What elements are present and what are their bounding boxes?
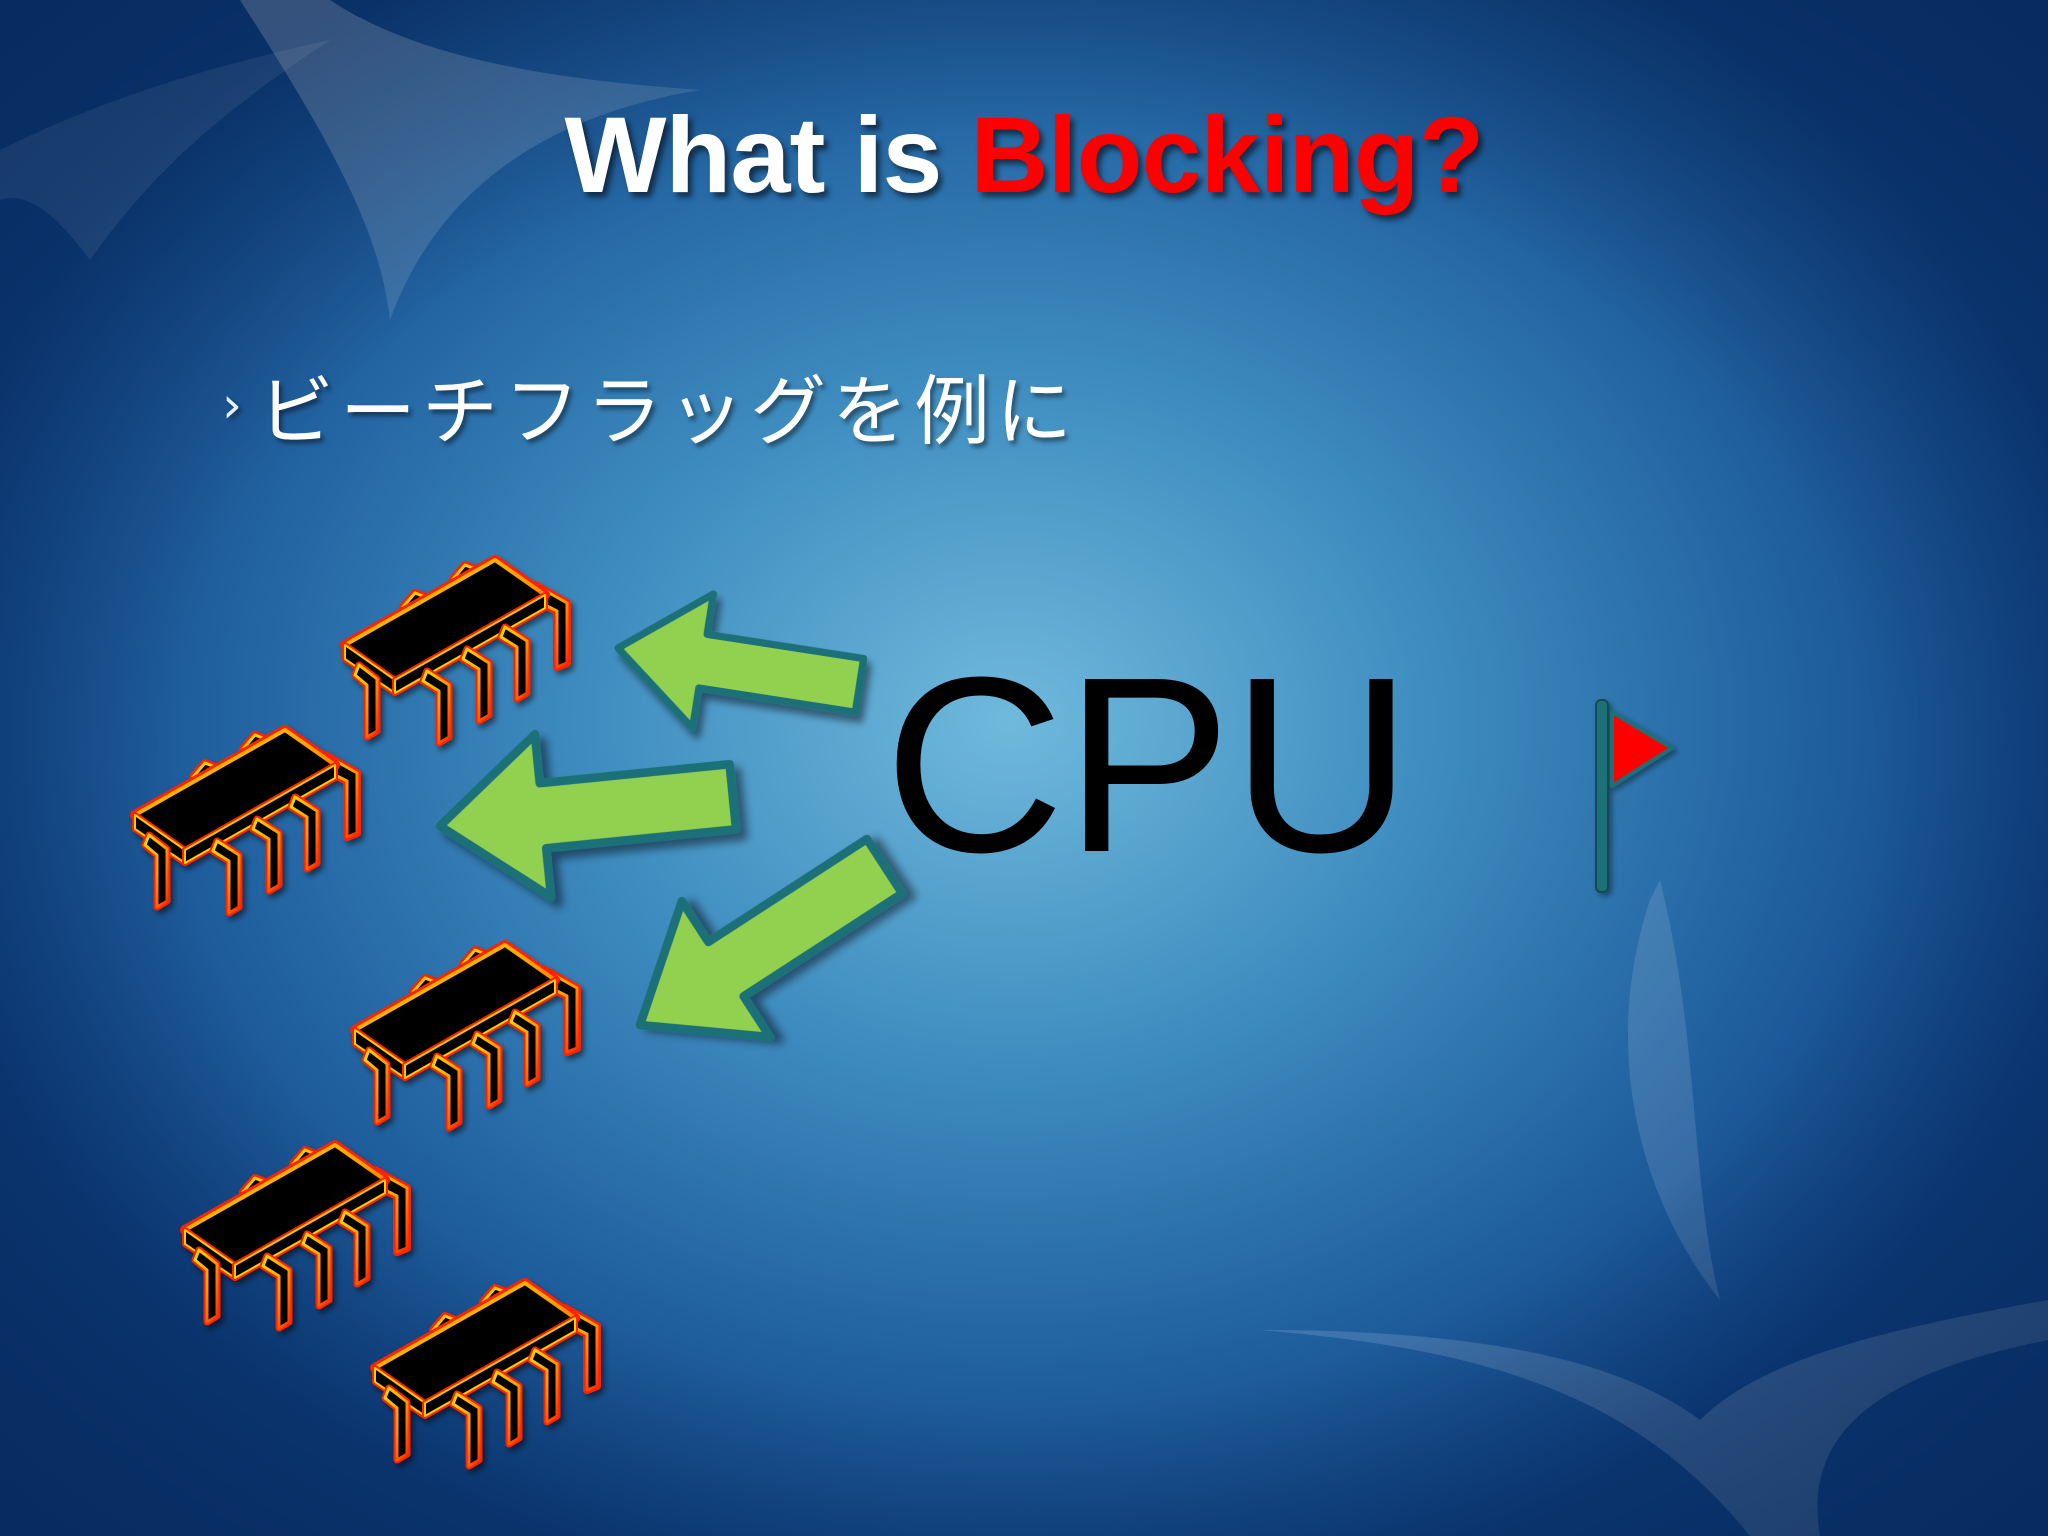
- bullet-marker-icon: ›: [222, 376, 242, 434]
- slide-title: What is Blocking?: [0, 94, 2048, 215]
- bullet-text: ビーチフラッグを例に: [258, 367, 1078, 456]
- title-what-is: What is: [564, 94, 971, 215]
- cpu-label: CPU: [884, 625, 1412, 904]
- bullet-point: › ビーチフラッグを例に: [222, 350, 1078, 460]
- title-blocking: Blocking?: [970, 94, 1485, 215]
